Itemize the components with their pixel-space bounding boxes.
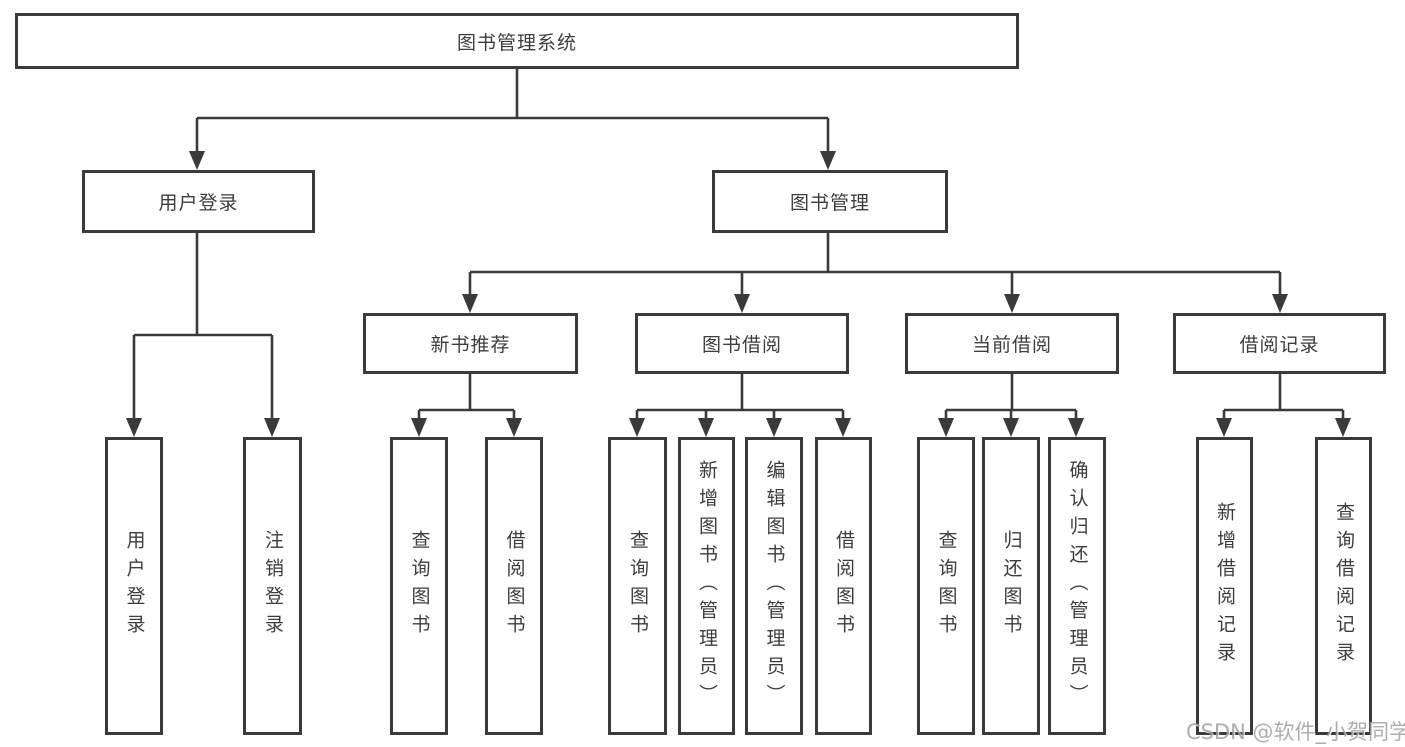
leaf-borrow-edit-book-admin: 编辑图书（管理员）	[745, 437, 803, 735]
leaf-current-confirm-return-admin-label: 确认归还（管理员）	[1066, 460, 1089, 712]
leaf-borrow-add-book-admin: 新增图书（管理员）	[678, 437, 735, 735]
node-user-login-label: 用户登录	[158, 192, 239, 214]
arrowheads	[126, 151, 1351, 437]
leaf-borrow-query-book-label: 查询图书	[627, 530, 649, 642]
node-new-book-recommend: 新书推荐	[363, 313, 578, 374]
leaf-borrow-borrow-book-label: 借阅图书	[833, 530, 855, 642]
leaf-rec-borrow-book-label: 借阅图书	[503, 530, 526, 642]
leaf-logout: 注销登录	[243, 437, 302, 735]
leaf-current-query-book: 查询图书	[917, 437, 975, 735]
node-borrow-records-label: 借阅记录	[1239, 334, 1320, 356]
leaf-current-confirm-return-admin: 确认归还（管理员）	[1048, 437, 1106, 735]
leaf-borrow-add-book-admin-label: 新增图书（管理员）	[696, 460, 718, 712]
leaf-logout-label: 注销登录	[262, 530, 284, 642]
node-root-label: 图书管理系统	[456, 31, 577, 54]
leaf-current-return-book-label: 归还图书	[1000, 530, 1023, 642]
node-borrow-records: 借阅记录	[1173, 313, 1386, 374]
leaf-current-return-book: 归还图书	[982, 437, 1040, 735]
node-new-book-recommend-label: 新书推荐	[430, 334, 511, 356]
node-user-login: 用户登录	[82, 170, 315, 233]
leaf-current-query-book-label: 查询图书	[935, 530, 958, 642]
node-root: 图书管理系统	[15, 13, 1019, 69]
node-book-borrowing: 图书借阅	[635, 313, 849, 374]
leaf-rec-query-book: 查询图书	[390, 437, 448, 735]
leaf-record-query-borrow-record: 查询借阅记录	[1315, 437, 1372, 735]
node-current-borrowing-label: 当前借阅	[971, 334, 1052, 356]
leaf-borrow-borrow-book: 借阅图书	[815, 437, 872, 735]
leaf-record-add-borrow-record-label: 新增借阅记录	[1214, 502, 1236, 670]
leaf-rec-borrow-book: 借阅图书	[485, 437, 543, 735]
node-book-mgmt: 图书管理	[712, 170, 948, 233]
leaf-borrow-query-book: 查询图书	[608, 437, 667, 735]
node-book-mgmt-label: 图书管理	[789, 192, 870, 214]
leaf-user-login-label: 用户登录	[123, 530, 146, 642]
leaf-user-login: 用户登录	[105, 437, 163, 735]
node-book-borrowing-label: 图书借阅	[701, 334, 782, 356]
leaf-borrow-edit-book-admin-label: 编辑图书（管理员）	[763, 460, 786, 712]
leaf-record-add-borrow-record: 新增借阅记录	[1196, 437, 1253, 735]
leaf-record-query-borrow-record-label: 查询借阅记录	[1333, 502, 1355, 670]
leaf-rec-query-book-label: 查询图书	[408, 530, 431, 642]
node-current-borrowing: 当前借阅	[905, 313, 1119, 374]
csdn-watermark: CSDN @软件_小贺同学	[1186, 720, 1405, 744]
